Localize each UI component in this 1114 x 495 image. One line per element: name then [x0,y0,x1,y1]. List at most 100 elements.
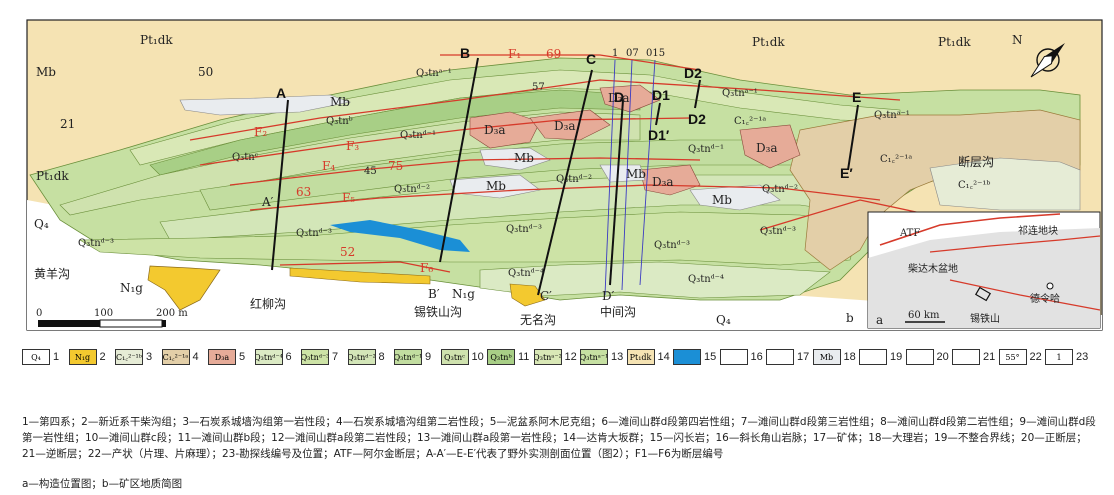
legend-number: 21 [983,351,996,363]
geologic-map: Pt₁dk Pt₁dk Pt₁dk Pt₁dk Mb Mb Mb Mb Mb M… [26,19,1103,331]
legend-number: 6 [285,351,292,363]
d3a-pocket-2 [529,109,611,141]
label-section-d1: D1 [652,87,670,103]
legend-number: 1 [53,351,60,363]
label-dip-75: 75 [388,159,403,173]
legend-number: 23 [1076,351,1089,363]
legend-number: 2 [99,351,106,363]
north-arrow-icon [1030,43,1065,78]
q4-area [27,200,1102,330]
label-fault-f5: F₅ [342,191,355,205]
label-mb-2: Mb [330,95,350,109]
label-place-wuming: 无名沟 [520,312,556,327]
legend-swatch [719,349,748,365]
legend-number: 5 [239,351,246,363]
inset-qaidam [868,228,1100,328]
label-dip-63: 63 [296,185,311,199]
label-section-e-prime: E′ [840,165,853,181]
label-place-hongliu: 红柳沟 [250,296,286,311]
label-mb-3: Mb [514,151,534,165]
mb-patch-5 [599,164,646,183]
inset-scale-label: 60 km [908,310,940,321]
label-section-c: C [586,51,596,67]
label-q3tnd2-3: Q₃tnᵈ⁻² [762,184,798,195]
label-dip-69: 69 [546,47,561,61]
legend-swatch: C₁꜀²⁻¹ᵇ [115,349,143,365]
label-q3tnd3-5: Q₃tnᵈ⁻³ [760,226,796,237]
legend-number: 7 [332,351,339,363]
label-dip-52: 52 [340,245,355,259]
legend-number: 3 [146,351,153,363]
label-q3tnb: Q₃tnᵇ [326,116,353,127]
n1g-area-2 [289,267,431,285]
label-q3tnd3-2: Q₃tnᵈ⁻³ [296,228,332,239]
label-q4-1: Q₄ [34,217,49,231]
figure-subcaption: a—构造位置图；b—矿区地质简图 [22,478,183,490]
legend-swatch: Q₃tnᵈ⁻¹ [394,349,422,365]
legend-swatch: 55° [998,349,1027,365]
legend-swatch: Q₃tnᵈ⁻³ [301,349,329,365]
legend-number: 16 [750,351,763,363]
label-d3a-2: D₃a [554,119,576,133]
label-place-huangyang: 黄羊沟 [34,266,70,281]
label-mb-1: Mb [36,65,56,79]
legend-number: 12 [564,351,577,363]
section-lines [271,57,859,296]
label-n1g-2: N₁g [452,287,475,301]
legend-item: 15 [673,340,716,374]
label-n1g-1: N₁g [120,281,143,295]
label-pt1dk-4: Pt₁dk [36,169,69,183]
legend-number: 9 [425,351,432,363]
legend-swatch: Q₄ [22,349,50,365]
label-q3tnd3-3: Q₃tnᵈ⁻³ [506,224,542,235]
q3tn-b-band [149,89,641,176]
fault-lines [189,54,1001,273]
mb-patch-1 [179,94,352,116]
legend-number: 15 [704,351,717,363]
label-section-c-prime: C′ [540,289,552,303]
scale-bar [38,319,166,328]
label-q3tnd4-2: Q₃tnᵈ⁻⁴ [688,274,724,285]
d3a-pocket-4 [739,124,801,169]
inset-label-xitieshan: 锡铁山 [970,312,1000,325]
legend-item: 16 [719,340,763,374]
label-section-d2-south: D2 [688,111,706,127]
label-dip-57: 57 [532,82,545,93]
legend-number: 20 [936,351,949,363]
label-place-zhongjian: 中间沟 [600,304,636,319]
d3a-pocket-1 [469,111,541,149]
legend-item: 21 [952,340,995,374]
inset-map [867,211,1101,329]
label-dip-45: 45 [364,166,377,177]
inset-label-delingha: 德令哈 [1030,292,1060,305]
label-d3a-5: D₃a [608,91,630,105]
label-q3tnd2-1: Q₃tnᵈ⁻² [394,184,430,195]
label-line-015: 015 [646,48,665,59]
label-fault-f1: F₁ [508,47,521,61]
label-line-07: 07 [626,48,639,59]
label-section-d: D [614,89,624,105]
legend-number: 22 [1029,351,1042,363]
legend-number: 8 [378,351,385,363]
granite-body [330,220,470,252]
legend-swatch: Q₃tnᵈ⁻⁴ [254,349,283,365]
label-c1-3: C₁꜀²⁻¹ᵇ [958,180,990,191]
label-mb-6: Mb [712,193,732,207]
label-q3tnd3-1: Q₃tnᵈ⁻³ [78,238,114,249]
label-pt1dk-1: Pt₁dk [140,33,173,47]
label-q3tnc: Q₃tnᶜ [232,152,259,163]
legend-item: 55°22 [998,340,1042,374]
legend-number: 13 [611,351,624,363]
label-q4-2: Q₄ [716,313,731,327]
